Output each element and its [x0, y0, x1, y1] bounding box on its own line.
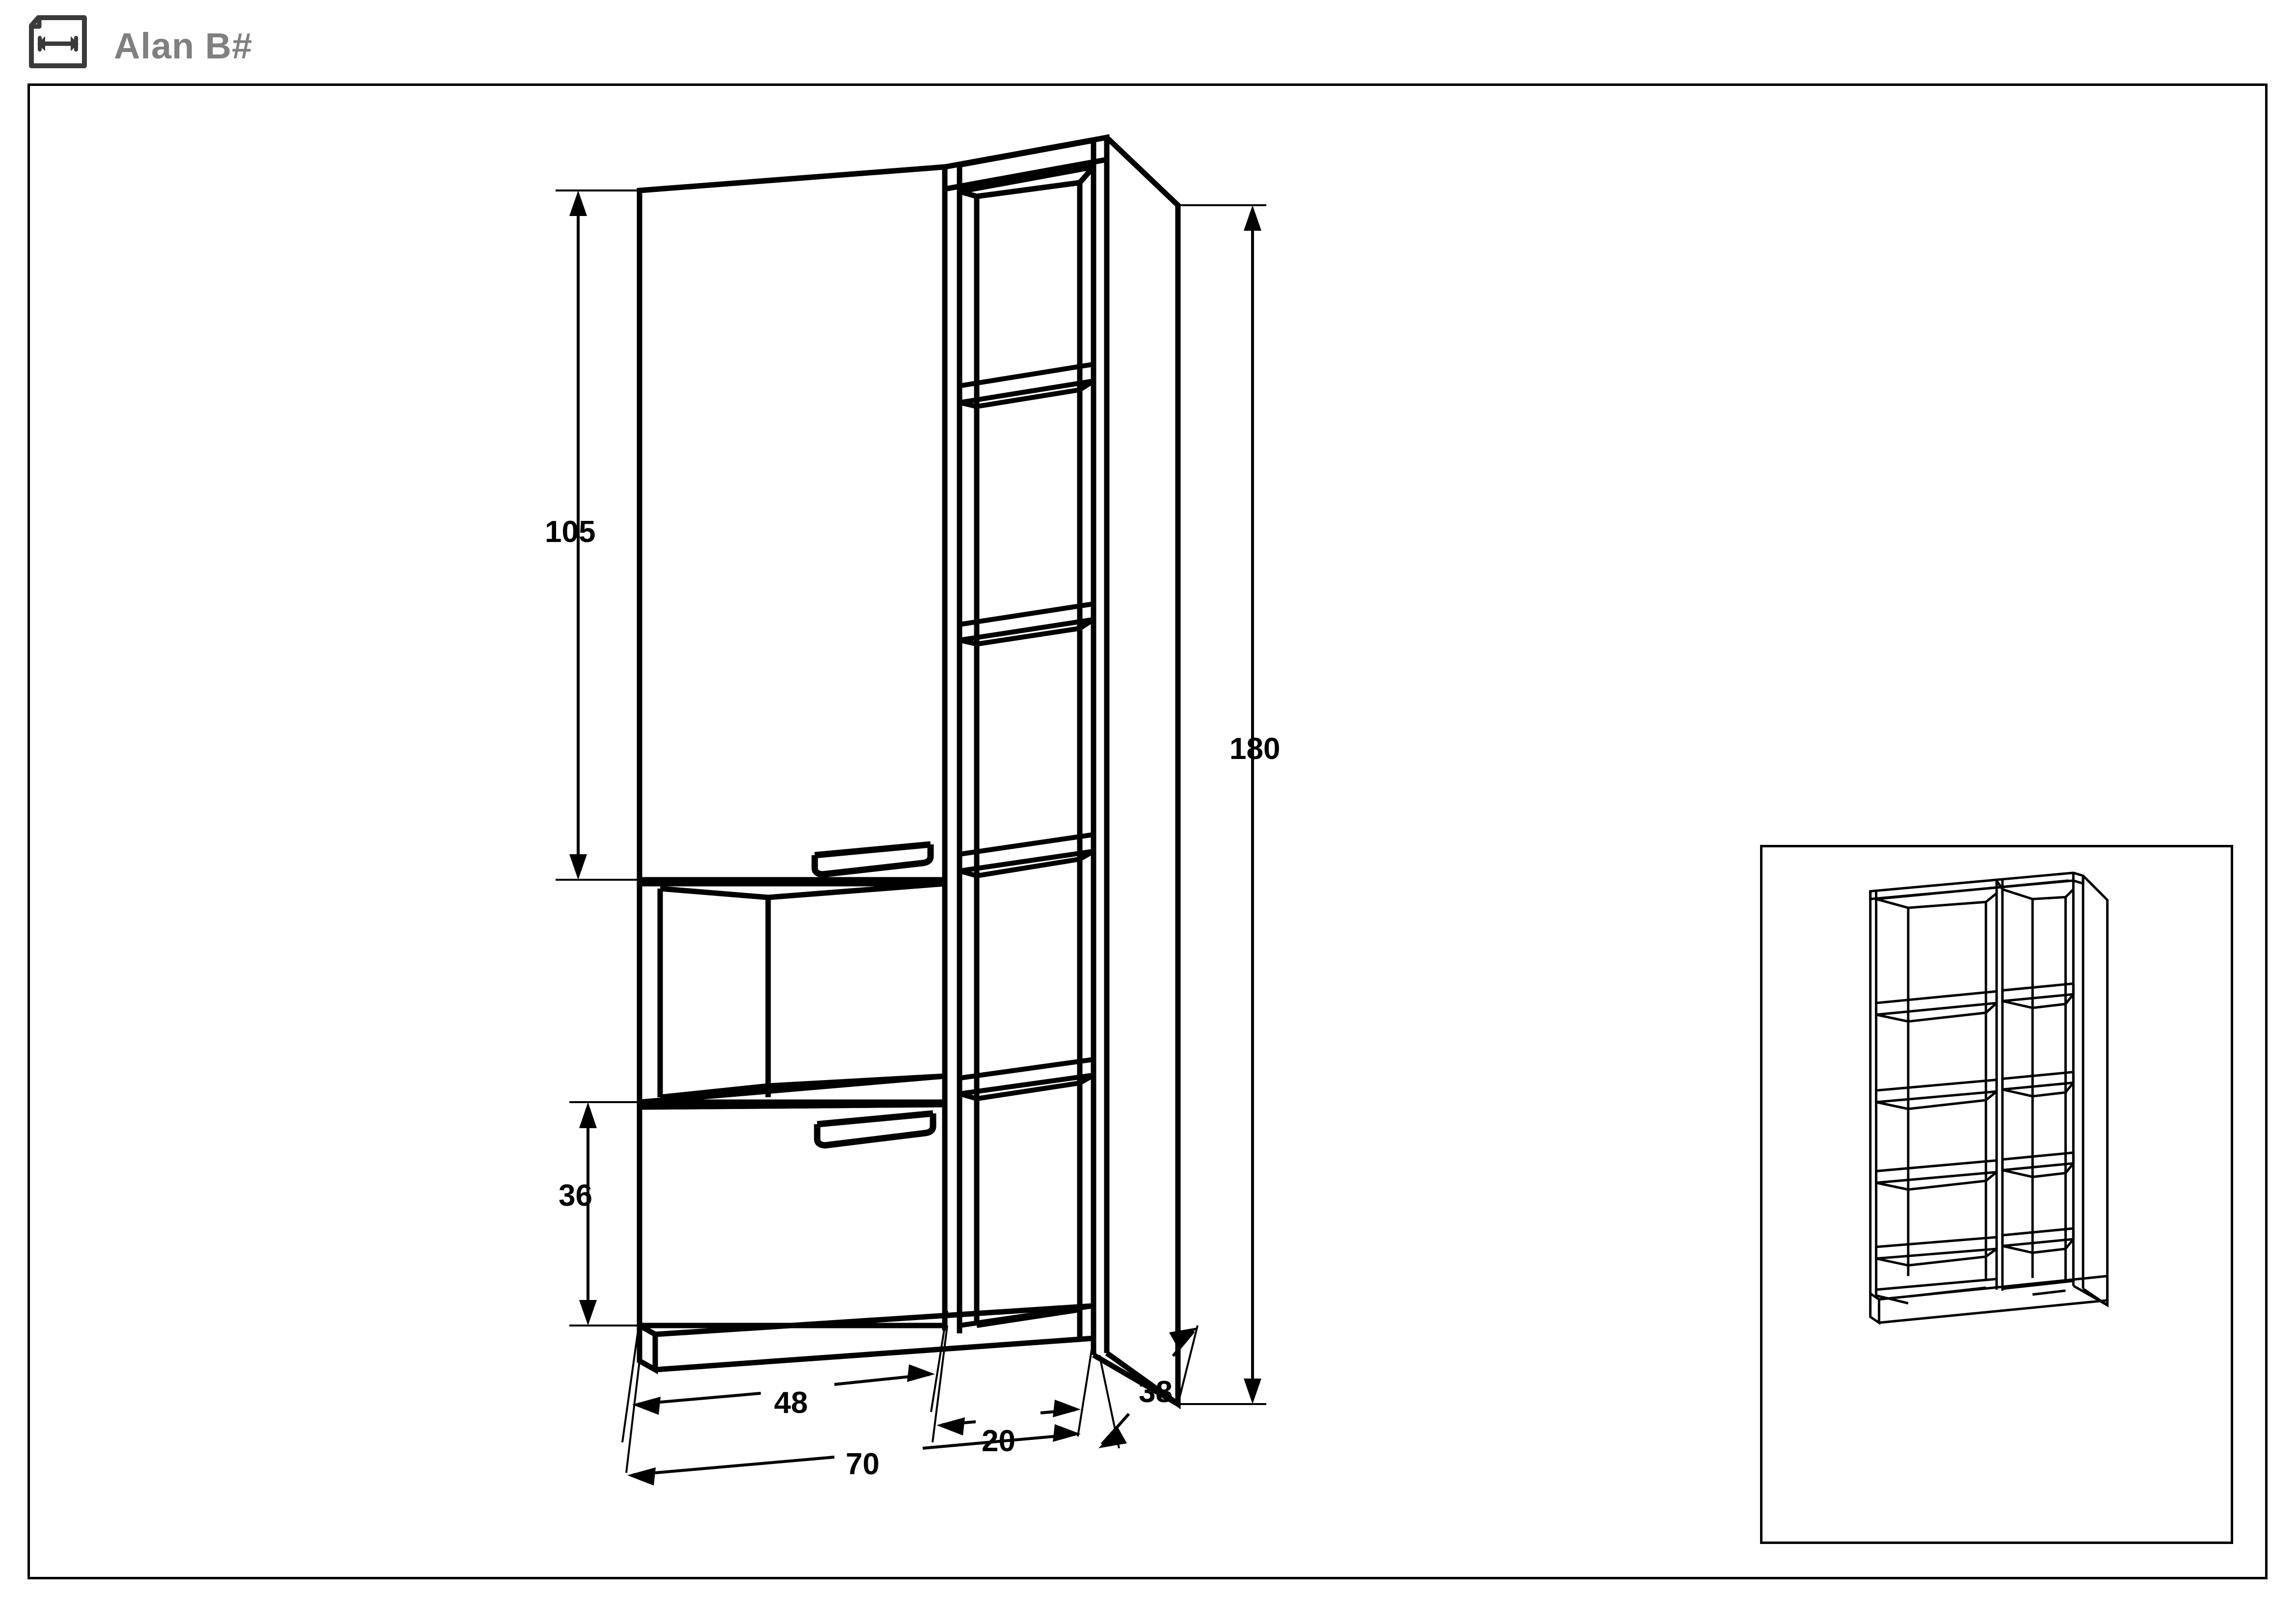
dimension-70 [627, 1424, 1081, 1486]
shelf [957, 361, 1096, 1101]
dimension-105 [569, 190, 587, 880]
open-niche [637, 881, 948, 1105]
header-bar: Alan B# [0, 0, 2296, 83]
dimension-label-48: 48 [774, 1386, 808, 1420]
cabinet-top-panel [639, 134, 1110, 193]
dimension-36 [579, 1102, 597, 1326]
cabinet-right-side-panel [1092, 135, 1181, 1409]
upper-door-handle [811, 841, 934, 878]
dimension-label-180: 180 [1229, 732, 1281, 766]
shelf-column-outer [942, 137, 1110, 1355]
dimension-label-105: 105 [545, 515, 596, 549]
carcass-perspective-drawing [1869, 871, 2109, 1325]
dimension-label-20: 20 [982, 1424, 1015, 1458]
dimension-label-38: 38 [1139, 1375, 1173, 1409]
inset-perspective-frame [1760, 845, 2233, 1544]
dimension-20 [936, 1400, 1081, 1435]
base-plinth [637, 1303, 1096, 1375]
page-title: Alan B# [114, 26, 253, 66]
dimension-38 [1098, 1327, 1198, 1448]
dimension-48 [632, 1364, 935, 1415]
dimension-label-70: 70 [846, 1447, 880, 1481]
dimension-label-36: 36 [559, 1179, 592, 1213]
extension-line [556, 189, 1266, 1473]
lower-door-handle [814, 1110, 936, 1149]
dimension-180 [1244, 205, 1261, 1404]
document-width-dimension-icon [24, 11, 92, 73]
upper-door-panel [637, 164, 948, 883]
